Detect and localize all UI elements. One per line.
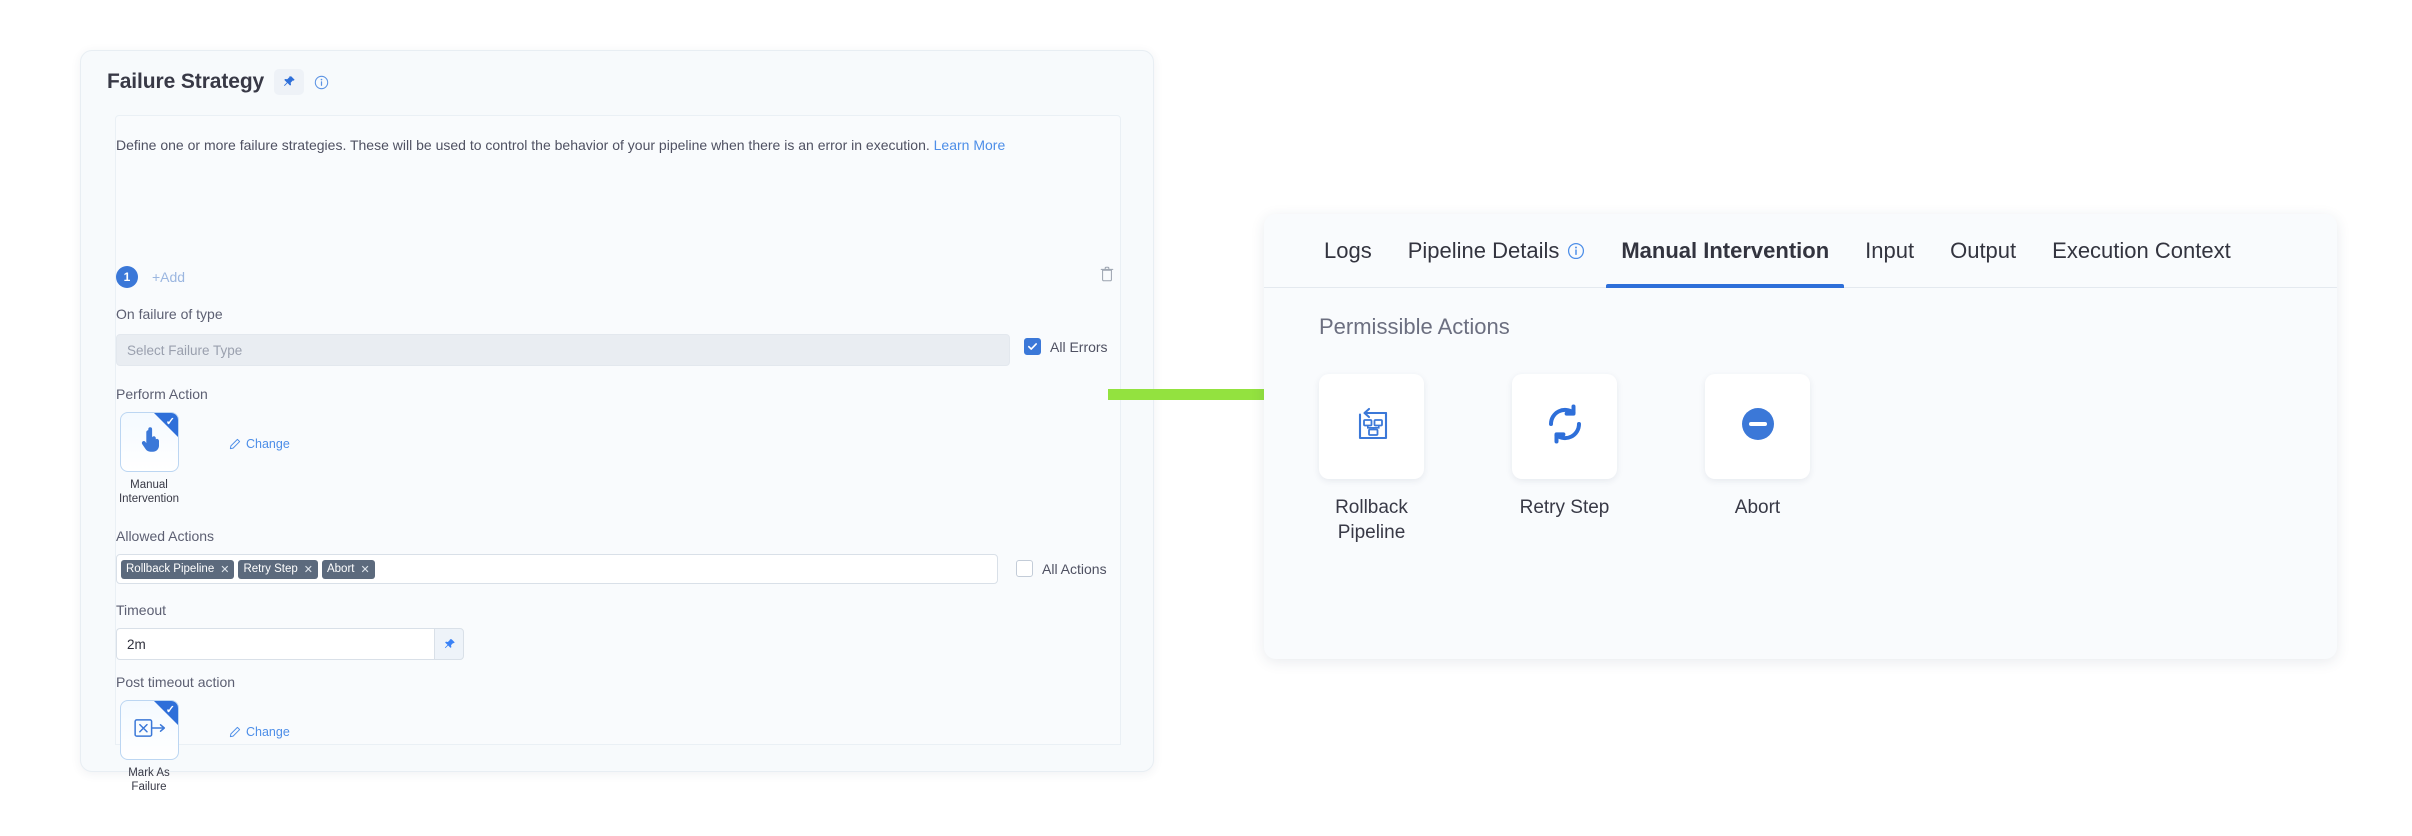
action-card-rollback-pipeline[interactable] — [1319, 374, 1424, 479]
tab-label: Output — [1950, 237, 2017, 263]
perform-action-tile-caption: Manual Intervention — [113, 478, 185, 507]
timeout-label: Timeout — [116, 602, 167, 618]
info-circle-icon[interactable] — [314, 75, 329, 90]
caption-line-1: Manual — [130, 479, 168, 491]
selected-corner-badge — [154, 701, 178, 725]
check-icon: ✓ — [165, 704, 175, 716]
check-icon: ✓ — [165, 416, 175, 428]
action-card-retry-step[interactable] — [1512, 374, 1617, 479]
timeout-input[interactable]: 2m — [116, 628, 434, 660]
post-timeout-action-label: Post timeout action — [116, 674, 236, 690]
timeout-pin-icon[interactable] — [434, 628, 464, 660]
tab-input[interactable]: Input — [1847, 214, 1932, 288]
all-actions-checkbox-row: All Actions — [1016, 560, 1107, 577]
rollback-pipeline-icon — [1350, 402, 1394, 451]
close-x-icon[interactable]: ✕ — [360, 563, 370, 576]
tab-bar: Logs Pipeline Details Manual Interventio… — [1264, 214, 2337, 288]
execution-details-panel: Logs Pipeline Details Manual Interventio… — [1264, 214, 2337, 659]
failure-strategy-panel: Failure Strategy Define one or more fail… — [80, 50, 1154, 793]
strategy-add-row: 1 +Add — [116, 266, 1120, 288]
retry-refresh-icon — [1540, 399, 1590, 454]
description-text: Define one or more failure strategies. T… — [116, 137, 930, 153]
action-label-rollback-pipeline: Rollback Pipeline — [1335, 496, 1408, 545]
pencil-icon — [229, 726, 241, 738]
pin-icon[interactable] — [274, 69, 305, 95]
tag-rollback-pipeline[interactable]: Rollback Pipeline ✕ — [121, 559, 235, 579]
tab-execution-context[interactable]: Execution Context — [2034, 214, 2249, 288]
tag-retry-step[interactable]: Retry Step ✕ — [238, 559, 318, 579]
action-abort: Abort — [1705, 374, 1810, 545]
selected-corner-badge — [154, 413, 178, 437]
info-circle-icon[interactable] — [1567, 242, 1585, 260]
page-title: Failure Strategy — [107, 70, 265, 93]
mark-as-failure-icon — [133, 716, 166, 745]
post-timeout-tile-caption: Mark As Failure — [113, 766, 185, 795]
hand-pointer-icon — [137, 426, 163, 459]
action-label-abort: Abort — [1735, 496, 1780, 521]
post-timeout-tile-mark-as-failure[interactable]: ✓ — [120, 700, 179, 760]
failure-strategy-header: Failure Strategy — [81, 51, 1153, 109]
all-errors-label: All Errors — [1050, 338, 1108, 355]
perform-action-label: Perform Action — [116, 386, 208, 402]
change-perform-action-button[interactable]: Change — [229, 437, 290, 451]
tag-label: Rollback Pipeline — [126, 563, 215, 575]
abort-minus-circle-icon — [1735, 401, 1781, 452]
learn-more-link[interactable]: Learn More — [933, 137, 1006, 153]
caption-line-1: Mark As — [128, 767, 170, 779]
action-retry-step: Retry Step — [1512, 374, 1617, 545]
add-strategy-button[interactable]: +Add — [152, 269, 186, 285]
label-line-1: Retry Step — [1519, 497, 1610, 518]
label-line-2: Pipeline — [1337, 521, 1406, 543]
timeout-field-wrapper: 2m — [116, 628, 464, 660]
all-errors-checkbox-row: All Errors — [1024, 338, 1108, 355]
tag-label: Abort — [326, 563, 355, 575]
close-x-icon[interactable]: ✕ — [220, 563, 230, 576]
failure-type-select[interactable]: Select Failure Type — [116, 334, 1010, 366]
permissible-actions-title: Permissible Actions — [1319, 314, 1510, 339]
tab-logs[interactable]: Logs — [1306, 214, 1390, 288]
tab-label: Input — [1865, 237, 1915, 263]
failure-strategy-description: Define one or more failure strategies. T… — [116, 136, 1005, 156]
change-label: Change — [246, 725, 290, 739]
tag-abort[interactable]: Abort ✕ — [321, 559, 375, 579]
action-card-abort[interactable] — [1705, 374, 1810, 479]
caption-line-2: Intervention — [118, 493, 180, 506]
tab-label: Execution Context — [2052, 237, 2231, 263]
tab-pipeline-details[interactable]: Pipeline Details — [1390, 214, 1604, 288]
all-actions-label: All Actions — [1042, 560, 1107, 577]
change-label: Change — [246, 437, 290, 451]
action-label-retry-step: Retry Step — [1520, 496, 1610, 521]
label-line-1: Rollback — [1335, 497, 1408, 518]
all-errors-checkbox[interactable] — [1024, 338, 1041, 355]
on-failure-type-label: On failure of type — [116, 306, 223, 322]
all-actions-checkbox[interactable] — [1016, 560, 1033, 577]
tab-label: Manual Intervention — [1621, 237, 1830, 263]
trash-icon[interactable] — [1100, 266, 1114, 287]
tab-manual-intervention[interactable]: Manual Intervention — [1603, 214, 1847, 288]
failure-strategy-body: Define one or more failure strategies. T… — [113, 115, 1121, 793]
tab-label: Logs — [1324, 237, 1372, 263]
allowed-actions-input[interactable]: Rollback Pipeline ✕ Retry Step ✕ Abort ✕ — [116, 554, 998, 584]
change-post-timeout-action-button[interactable]: Change — [229, 725, 290, 739]
label-line-1: Abort — [1734, 497, 1781, 518]
pencil-icon — [229, 438, 241, 450]
tab-label: Pipeline Details — [1407, 237, 1560, 263]
action-rollback-pipeline: Rollback Pipeline — [1319, 374, 1424, 545]
allowed-actions-label: Allowed Actions — [116, 528, 215, 544]
caption-line-2: Failure — [131, 781, 167, 794]
permissible-actions-list: Rollback Pipeline Ret — [1319, 374, 1810, 545]
tag-label: Retry Step — [243, 563, 298, 575]
tab-output[interactable]: Output — [1932, 214, 2034, 288]
strategy-number-badge[interactable]: 1 — [116, 266, 138, 288]
perform-action-tile-manual-intervention[interactable]: ✓ — [120, 412, 179, 472]
close-x-icon[interactable]: ✕ — [303, 563, 313, 576]
